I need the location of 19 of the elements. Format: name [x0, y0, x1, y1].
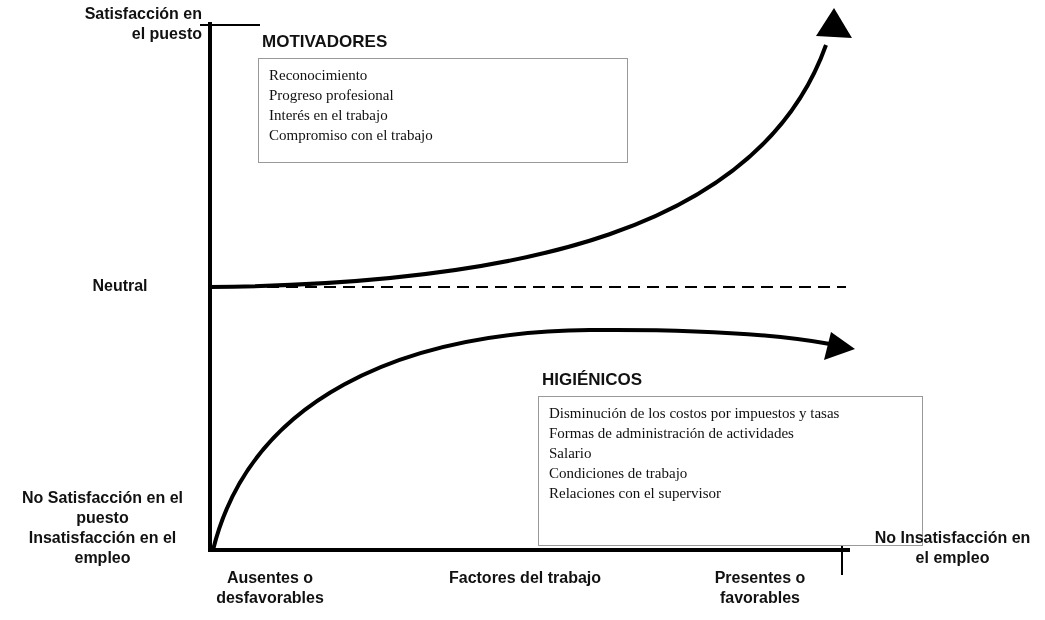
axis-label: Neutral — [91, 276, 149, 296]
axis-label: Presentes o favorables — [713, 568, 807, 608]
list-item: Formas de administración de actividades — [549, 424, 795, 443]
list-item: Salario — [549, 444, 593, 463]
axis-label: Ausentes o desfavorables — [215, 568, 325, 608]
axis-label: Factores del trabajo — [447, 568, 602, 588]
list-item: Progreso profesional — [269, 86, 395, 105]
heading: HIGIÉNICOS — [542, 370, 643, 390]
list-item: Reconocimiento — [269, 66, 369, 85]
list-item: Disminución de los costos por impuestos y tasas — [549, 404, 841, 423]
list-item: Compromiso con el trabajo — [269, 126, 434, 145]
axis-label: Insatisfacción en el empleo — [27, 528, 178, 568]
list-item: Relaciones con el supervisor — [549, 484, 723, 503]
list-item: Condiciones de trabajo — [549, 464, 689, 483]
axis-label: No Insatisfacción en el empleo — [873, 528, 1032, 568]
list-item: Interés en el trabajo — [269, 106, 389, 125]
axis-label: Satisfacción en el puesto — [83, 4, 202, 44]
axis-label: No Satisfacción en el puesto — [21, 488, 184, 528]
heading: MOTIVADORES — [262, 32, 388, 52]
